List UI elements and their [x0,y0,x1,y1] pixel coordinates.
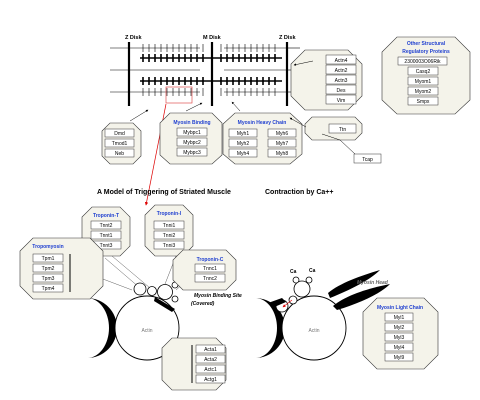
gene-actn3: Actn3 [335,78,348,84]
gene-vim: Vim [337,98,346,104]
myosin-filament-left [87,298,117,358]
gene-tnni2: Tnni2 [163,233,176,239]
group-titin: Ttn [304,116,363,141]
gene-mybpc2: Mybpc2 [183,140,201,146]
gene-myh8: Myh8 [276,151,288,157]
gene-ttn: Ttn [339,127,346,133]
gene-myh7: Myh7 [276,141,288,147]
gene-myh6: Myh6 [276,131,288,137]
group-other-structural: Other Structural Regulatory Proteins 230… [381,36,471,115]
arrow-zdisk [293,60,314,66]
highlight-box [165,86,193,104]
gene-myh1: Myh1 [237,131,249,137]
gene-tpm3: Tpm3 [42,276,55,282]
z-disk-right-label: Z Disk [279,35,296,41]
gene-2300003o06rik: 2300003O06Rik [404,59,441,65]
binding-site-label-line2: (Covered) [191,301,215,307]
group-myosin-light: Myosin Light Chain Myl1 Myl2 Myl3 Myl4 M… [362,297,439,370]
thick-filaments [140,57,282,82]
binding-arrow-right [282,299,293,308]
gene-myl4: Myl4 [394,345,405,351]
arrow-nebulin [129,109,149,122]
gene-dmd: Dmd [114,131,125,137]
gene-actn2: Actn2 [335,68,348,74]
gene-actc1: Actc1 [204,367,217,373]
group-actin: Acta1 Acta2 Actc1 Actg1 [161,337,227,391]
calcium-label-2: Ca [309,268,316,274]
gene-acta1: Acta1 [204,347,217,353]
actin-circle-right [281,295,347,361]
arrow-titin [289,117,307,128]
gene-tnni1: Tnni1 [163,223,176,229]
gene-myl2: Myl2 [394,325,405,331]
group-zdisk-proteins: Actn4 Actn2 Actn3 Des Vim [290,49,363,111]
tropomyosin-title: Tropomyosin [32,244,63,250]
gene-myh4: Myh4 [237,151,249,157]
group-tcap: Tcap [353,153,382,164]
gene-des: Des [337,88,346,94]
myosin-head-label: Myosin Head [357,280,389,286]
myosin-light-title: Myosin Light Chain [377,305,423,311]
gene-tcap: Tcap [362,157,373,163]
gene-tnnt3: Tnnt3 [100,243,113,249]
gene-tmod1: Tmod1 [112,141,128,147]
myosin-heavy-title: Myosin Heavy Chain [238,120,287,126]
other-structural-title-line2: Regulatory Proteins [402,49,450,55]
sarcomere: Z Disk M Disk Z Disk [110,35,300,106]
arrow-myosin-binding [185,102,203,112]
binding-site-label-line1: Myosin Binding Site [194,293,242,299]
group-myosin-binding: Myosin Binding Mybpc1 Mybpc2 Mybpc3 [159,112,223,165]
gene-tpm1: Tpm1 [42,256,55,262]
troponin-i-title: Troponin-I [157,211,182,217]
myosin-head-shapes [328,270,390,310]
gene-tpm4: Tpm4 [42,286,55,292]
myosin-filament-right [255,298,285,358]
gene-acta2: Acta2 [204,357,217,363]
group-troponin-i: Troponin-I Tnni1 Tnni2 Tnni3 [144,204,194,257]
gene-tnnt2: Tnnt2 [100,223,113,229]
z-disk-left-label: Z Disk [125,35,142,41]
group-tropomyosin: Tropomyosin Tpm1 Tpm2 Tpm3 Tpm4 [19,237,104,300]
gene-actn4: Actn4 [335,58,348,64]
model-title: A Model of Triggering of Striated Muscle [97,189,231,196]
group-nebulin: Dmd Tmod1 Neb [101,122,142,165]
actin-label-right: Actin [308,328,319,334]
tropomyosin-strand-right [268,298,286,308]
troponin-complex-left [133,281,179,303]
gene-tnnt1: Tnnt1 [100,233,113,239]
gene-tnni3: Tnni3 [163,243,176,249]
gene-mybpc3: Mybpc3 [183,150,201,156]
gene-myom1: Myom1 [415,79,432,85]
gene-casq2: Casq2 [416,69,431,75]
other-structural-title-line1: Other Structural [407,41,446,47]
gene-tnnc2: Tnnc2 [203,276,217,282]
group-myosin-heavy: Myosin Heavy Chain Myh1 Myh2 Myh4 Myh6 M… [222,112,303,165]
actin-circle-left [114,295,180,361]
calcium-label-1: Ca [290,269,297,275]
myosin-heads [142,44,276,96]
connector-tcap [321,133,356,155]
myosin-binding-title: Myosin Binding [173,120,210,126]
actin-label-left: Actin [141,328,152,334]
gene-myl3: Myl3 [394,335,405,341]
contraction-title: Contraction by Ca++ [265,189,333,196]
m-disk-label: M Disk [203,35,222,41]
gene-smpx: Smpx [417,99,430,105]
gene-actg1: Actg1 [204,377,217,383]
troponin-t-title: Troponin-T [93,213,119,219]
gene-tpm2: Tpm2 [42,266,55,272]
gene-myh2: Myh2 [237,141,249,147]
gene-neb: Neb [115,151,124,157]
gene-mybpc1: Mybpc1 [183,130,201,136]
group-troponin-c: Troponin-C Tnnc1 Tnnc2 [172,249,237,291]
troponin-c-title: Troponin-C [197,257,224,263]
gene-tnnc1: Tnnc1 [203,266,217,272]
arrow-myosin-heavy [231,101,241,112]
gene-myom2: Myom2 [415,89,432,95]
gene-myl1: Myl1 [394,315,405,321]
tropomyosin-strand-left [154,297,175,312]
thin-filaments [110,47,300,93]
gene-myl9: Myl9 [394,355,405,361]
